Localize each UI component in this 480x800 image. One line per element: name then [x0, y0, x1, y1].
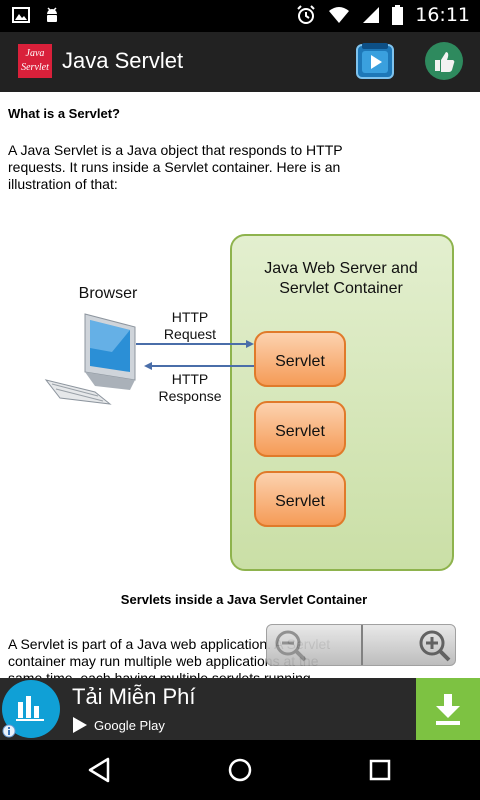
navigation-bar — [0, 740, 480, 800]
servlet-box-2 — [254, 401, 346, 457]
servlet-label-3: Servlet — [275, 493, 325, 510]
http-request-label-line2: Request — [164, 326, 216, 342]
zoom-divider — [361, 625, 363, 665]
info-icon[interactable] — [2, 724, 16, 738]
zoom-in-icon[interactable] — [417, 628, 453, 664]
zoom-control — [266, 624, 456, 666]
video-player-icon[interactable] — [356, 42, 394, 80]
wifi-icon — [329, 7, 350, 23]
store-label: Google Play — [94, 717, 165, 733]
thumbs-up-icon[interactable] — [424, 41, 464, 81]
http-request-label-line1: HTTP — [172, 309, 209, 325]
alarm-icon — [297, 5, 315, 24]
download-button[interactable] — [416, 678, 480, 740]
ad-banner[interactable]: Tải Miễn Phí Google Play — [0, 678, 480, 740]
http-response-label-line1: HTTP — [172, 371, 209, 387]
image-icon — [12, 7, 30, 23]
body-paragraph: A Servlet is part of a Java web applicat… — [8, 636, 331, 678]
ad-title[interactable]: Tải Miễn Phí — [72, 684, 196, 709]
article-heading: What is a Servlet? — [8, 106, 120, 121]
servlet-diagram: Java Web Server and Servlet Container Se… — [44, 234, 454, 571]
container-title-line2: Servlet Container — [279, 280, 403, 297]
servlet-box-3 — [254, 471, 346, 527]
battery-icon — [392, 5, 404, 25]
home-icon[interactable] — [224, 754, 256, 786]
servlet-label-2: Servlet — [275, 423, 325, 440]
container-title-line1: Java Web Server and — [264, 260, 418, 277]
app-bar: Java Servlet Java Servlet — [0, 32, 480, 92]
logo-line2: Servlet — [21, 62, 49, 73]
intro-paragraph: A Java Servlet is a Java object that res… — [8, 142, 343, 192]
clock: 16:11 — [415, 4, 470, 26]
download-icon — [436, 694, 460, 725]
app-logo: Java Servlet — [18, 44, 52, 78]
browser-label: Browser — [79, 285, 138, 302]
article-content[interactable]: What is a Servlet? A Java Servlet is a J… — [0, 92, 480, 678]
google-play-badge[interactable]: Google Play — [72, 716, 165, 734]
computer-icon — [44, 313, 136, 405]
servlet-box-1 — [254, 331, 346, 387]
logo-line1: Java — [25, 48, 45, 59]
play-store-icon — [73, 717, 87, 733]
recents-icon[interactable] — [364, 754, 396, 786]
zoom-out-icon[interactable] — [273, 628, 309, 664]
diagram-caption: Servlets inside a Java Servlet Container — [120, 592, 368, 607]
servlet-label-1: Servlet — [275, 353, 325, 370]
http-response-label-line2: Response — [158, 388, 221, 404]
android-icon — [47, 7, 57, 22]
app-title: Java Servlet — [62, 48, 184, 73]
signal-icon — [363, 7, 380, 23]
back-icon[interactable] — [84, 754, 116, 786]
status-bar: 16:11 — [0, 0, 480, 32]
